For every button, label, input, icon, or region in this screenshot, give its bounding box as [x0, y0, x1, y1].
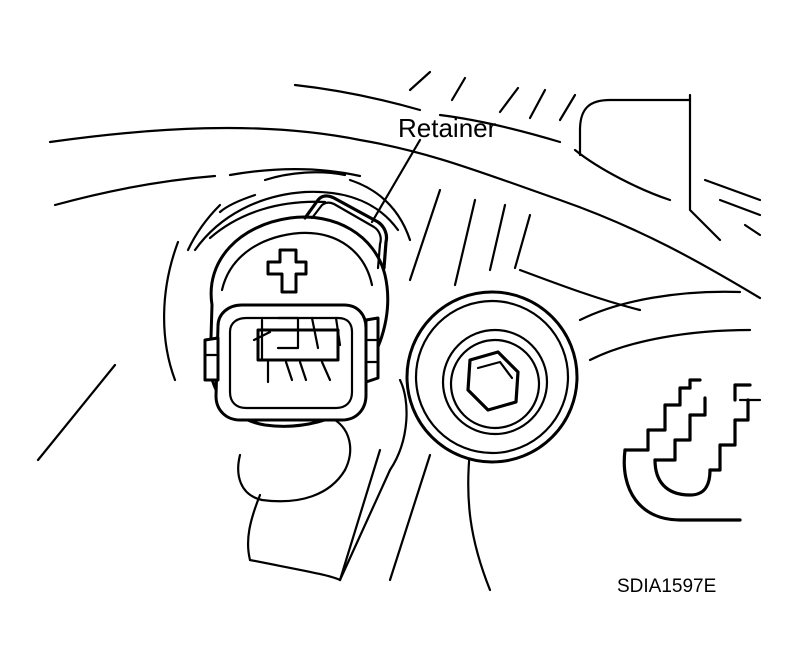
retainer-label: Retainer — [398, 113, 497, 143]
figure-code: SDIA1597E — [617, 576, 716, 597]
bracket-shape — [622, 378, 762, 522]
hex-plug-bolt — [405, 290, 579, 464]
housing-background-lines — [36, 70, 762, 592]
retainer-leader-line — [370, 138, 422, 224]
bore-rings — [193, 190, 400, 252]
sensor-connector — [203, 194, 390, 428]
